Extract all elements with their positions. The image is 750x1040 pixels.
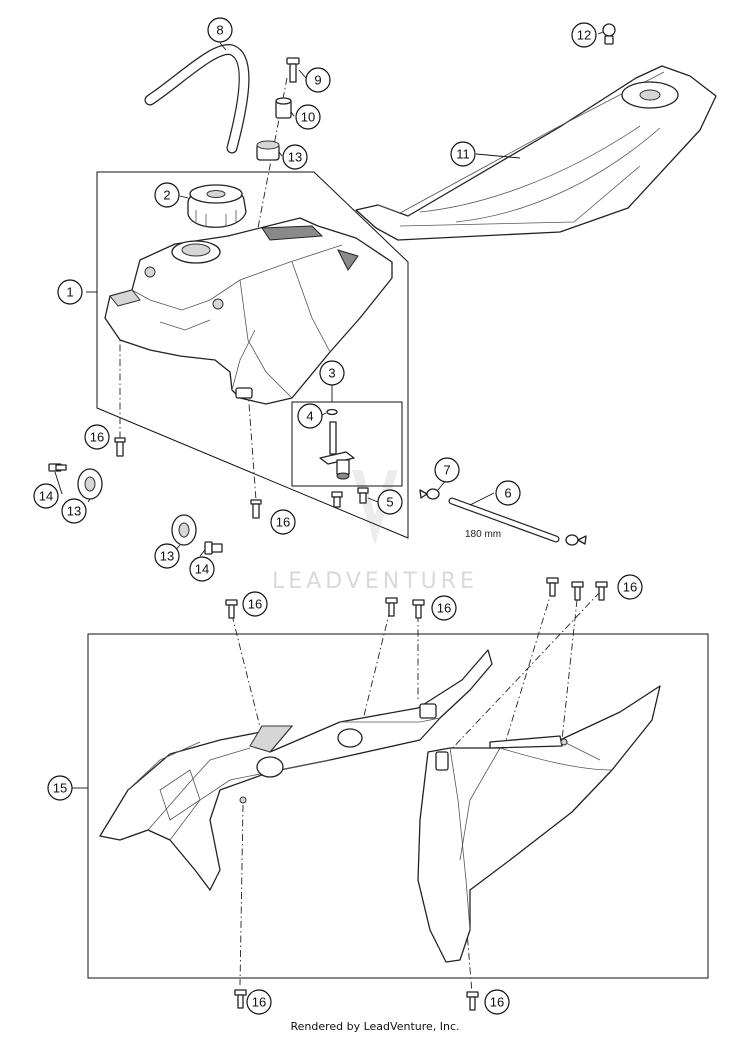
fuel-tank [104,217,393,405]
callout-7: 7 [434,457,460,483]
callout-6: 6 [495,480,521,506]
callout-16-bottom-right: 16 [484,989,510,1015]
callout-13-mid: 13 [154,543,180,569]
rubber-bushing-top [256,140,280,161]
side-panel-screws-top [225,577,608,619]
svg-text:14: 14 [195,562,209,577]
svg-text:3: 3 [328,366,335,381]
callout-15: 15 [47,775,73,801]
tank-mount-spacer [275,97,292,119]
svg-text:16: 16 [252,995,266,1010]
svg-text:7: 7 [443,463,450,478]
callout-14-mid: 14 [189,556,215,582]
fuel-tap-screws [331,487,369,508]
svg-text:11: 11 [456,147,470,162]
callout-2: 2 [154,182,180,208]
svg-text:16: 16 [490,995,504,1010]
tank-screw-left [114,437,126,457]
svg-text:10: 10 [301,110,315,125]
tank-screw-bottom [250,499,262,519]
svg-text:9: 9 [314,73,321,88]
spacer-bolt-left [48,463,67,472]
svg-text:16: 16 [437,601,451,616]
seat [355,65,717,241]
svg-text:2: 2 [163,188,170,203]
svg-text:16: 16 [276,515,290,530]
credit-line: Rendered by LeadVenture, Inc. [290,1020,460,1033]
svg-text:16: 16 [90,430,104,445]
callout-1: 1 [57,279,83,305]
callout-5: 5 [377,489,403,515]
tank-mount-screw-top [286,57,300,83]
svg-text:5: 5 [386,495,393,510]
fuel-tap [319,408,355,480]
svg-text:13: 13 [160,549,174,564]
callout-10: 10 [295,104,321,130]
rubber-bushing-left [77,468,103,500]
watermark-text: LEADVENTURE [272,569,478,594]
svg-text:16: 16 [623,580,637,595]
svg-text:4: 4 [306,409,313,424]
callout-13-top: 13 [282,144,308,170]
callout-13-left: 13 [61,498,87,524]
svg-text:13: 13 [67,504,81,519]
callout-16-tank-left: 16 [84,424,110,450]
callout-4: 4 [297,403,323,429]
fuel-cap [187,184,247,228]
callout-11: 11 [450,141,476,167]
hose-length-dimension: 180 mm [465,529,501,540]
svg-text:14: 14 [39,489,53,504]
side-panel-left [99,649,493,891]
side-panel-screws-bottom [234,989,479,1011]
spacer-bolt-mid [204,541,223,555]
rubber-bushing-mid [171,514,197,546]
hose-clamp-left [419,488,440,500]
svg-text:16: 16 [248,597,262,612]
callout-12: 12 [571,22,597,48]
fuel-hose [448,497,560,543]
callout-16-panel-a: 16 [242,591,268,617]
svg-text:6: 6 [504,486,511,501]
callout-8: 8 [207,17,233,43]
svg-text:8: 8 [216,23,223,38]
svg-text:1: 1 [66,285,73,300]
svg-text:12: 12 [577,28,591,43]
callout-16-bottom-left: 16 [246,989,272,1015]
fuel-tank-group-frame [96,171,409,539]
callout-14-left: 14 [33,483,59,509]
side-panels-group-frame [87,633,709,979]
svg-text:15: 15 [53,781,67,796]
watermark: LEADVENTURE [272,470,478,594]
callout-16-panel-c: 16 [617,574,643,600]
callout-3: 3 [319,360,345,386]
callout-16-panel-b: 16 [431,595,457,621]
breather-hose [144,44,250,154]
side-panel-right [417,685,661,963]
callout-16-tank-bottom: 16 [270,509,296,535]
hose-clamp-right [565,534,587,546]
seat-screw [602,23,616,45]
callout-9: 9 [305,67,331,93]
fuel-tap-group-frame [291,401,403,487]
svg-text:13: 13 [288,150,302,165]
